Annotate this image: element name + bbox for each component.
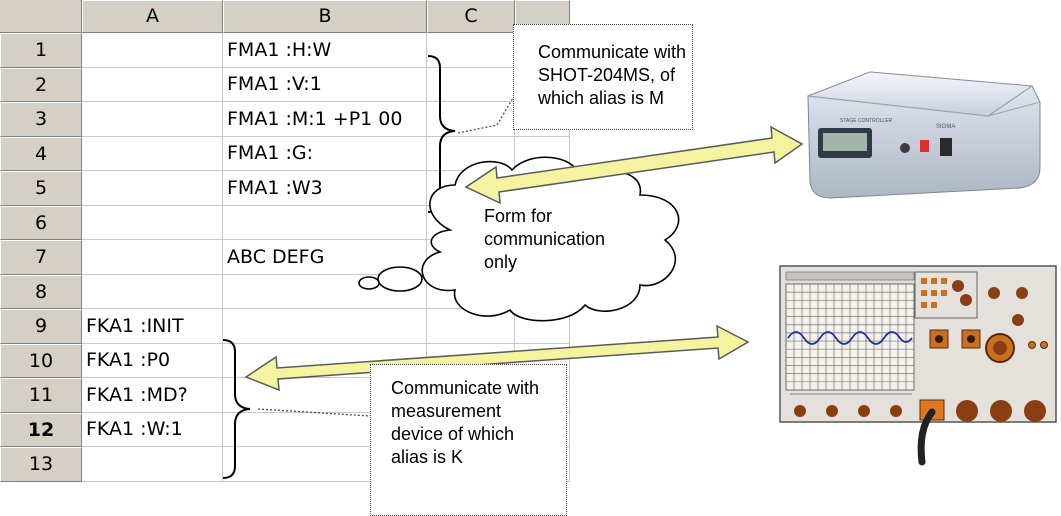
double-arrow-measurement xyxy=(244,324,750,392)
callout-top-pointer xyxy=(457,97,514,134)
callout-measurement: Communicate with measurement device of w… xyxy=(370,364,567,516)
row-header[interactable]: 2 xyxy=(0,68,82,102)
row-header[interactable]: 6 xyxy=(0,206,82,240)
cell-a[interactable] xyxy=(82,137,223,171)
row-header[interactable]: 8 xyxy=(0,275,82,309)
cell-c[interactable] xyxy=(427,309,515,344)
row-header[interactable]: 3 xyxy=(0,102,82,137)
select-all-corner[interactable] xyxy=(0,0,82,33)
svg-text:STAGE CONTROLLER: STAGE CONTROLLER xyxy=(840,118,893,124)
cell-a[interactable] xyxy=(82,68,223,102)
cell-b[interactable]: FMA1 :H:W xyxy=(223,33,427,68)
cell-b[interactable]: FMA1 :G: xyxy=(223,137,427,171)
column-header-b[interactable]: B xyxy=(223,0,427,33)
cell-a[interactable]: FKA1 :P0 xyxy=(82,344,223,378)
callout-measurement-line-2: measurement xyxy=(391,401,502,421)
row-header[interactable]: 11 xyxy=(0,378,82,413)
row-header[interactable]: 10 xyxy=(0,344,82,378)
callout-measurement-line-4: alias is K xyxy=(391,447,464,467)
cloud-bubble-large xyxy=(377,266,423,292)
cell-d[interactable] xyxy=(515,309,570,344)
cell-a[interactable]: FKA1 :MD? xyxy=(82,378,223,413)
callout-controller-line-3: which alias is M xyxy=(538,88,665,108)
cell-b[interactable] xyxy=(223,206,427,240)
brace-bottom-group xyxy=(222,339,251,479)
cloud-label-line-2: communication xyxy=(484,229,606,249)
row-header[interactable]: 13 xyxy=(0,447,82,482)
callout-bottom-pointer xyxy=(257,408,371,417)
row-header[interactable]: 1 xyxy=(0,33,82,68)
cloud-bubble-small xyxy=(358,276,380,290)
cloud-label-line-1: Form for xyxy=(484,206,553,226)
svg-text:SIGMA: SIGMA xyxy=(936,124,955,130)
row-header[interactable]: 4 xyxy=(0,137,82,171)
cell-b[interactable]: FMA1 :M:1 +P1 00 xyxy=(223,102,427,137)
scope-wave xyxy=(787,331,913,345)
callout-measurement-line-1: Communicate with xyxy=(391,378,540,398)
callout-controller-line-1: Communicate with xyxy=(538,42,687,62)
double-arrow-controller xyxy=(464,125,804,205)
spreadsheet: A B C 1 FMA1 :H:W 2 FMA1 :V:1 3 FMA1 :M:1 +P1… xyxy=(0,0,570,482)
row-header[interactable]: 5 xyxy=(0,171,82,206)
cell-a[interactable] xyxy=(82,275,223,309)
cell-b[interactable] xyxy=(223,275,427,309)
row-header[interactable]: 7 xyxy=(0,240,82,275)
cell-b[interactable]: FMA1 :W3 xyxy=(223,171,427,206)
cell-a[interactable] xyxy=(82,33,223,68)
cell-a[interactable] xyxy=(82,102,223,137)
cloud-label-line-3: only xyxy=(484,252,518,272)
callout-controller: Communicate with SHOT-204MS, of which al… xyxy=(513,24,693,130)
column-header-c[interactable]: C xyxy=(427,0,515,33)
cell-a[interactable] xyxy=(82,171,223,206)
cell-a[interactable] xyxy=(82,206,223,240)
callout-controller-line-2: SHOT-204MS, of xyxy=(538,65,676,85)
cell-a[interactable] xyxy=(82,447,223,482)
cell-a[interactable]: FKA1 :INIT xyxy=(82,309,223,344)
cell-b[interactable] xyxy=(223,309,427,344)
callout-measurement-line-3: device of which xyxy=(391,424,515,444)
cell-a[interactable] xyxy=(82,240,223,275)
scope-grid xyxy=(785,283,915,391)
row-header[interactable]: 9 xyxy=(0,309,82,344)
oscilloscope-icon xyxy=(779,265,1057,466)
cell-b[interactable]: ABC DEFG xyxy=(223,240,427,275)
thought-cloud xyxy=(421,156,680,322)
stage-controller-icon: SIGMA STAGE CONTROLLER xyxy=(807,71,1041,199)
cell-a[interactable]: FKA1 :W:1 xyxy=(82,413,223,447)
column-header-a[interactable]: A xyxy=(82,0,223,33)
cloud-label: Form for communication only xyxy=(484,205,605,274)
cell-b[interactable]: FMA1 :V:1 xyxy=(223,68,427,102)
row-header[interactable]: 12 xyxy=(0,413,82,447)
